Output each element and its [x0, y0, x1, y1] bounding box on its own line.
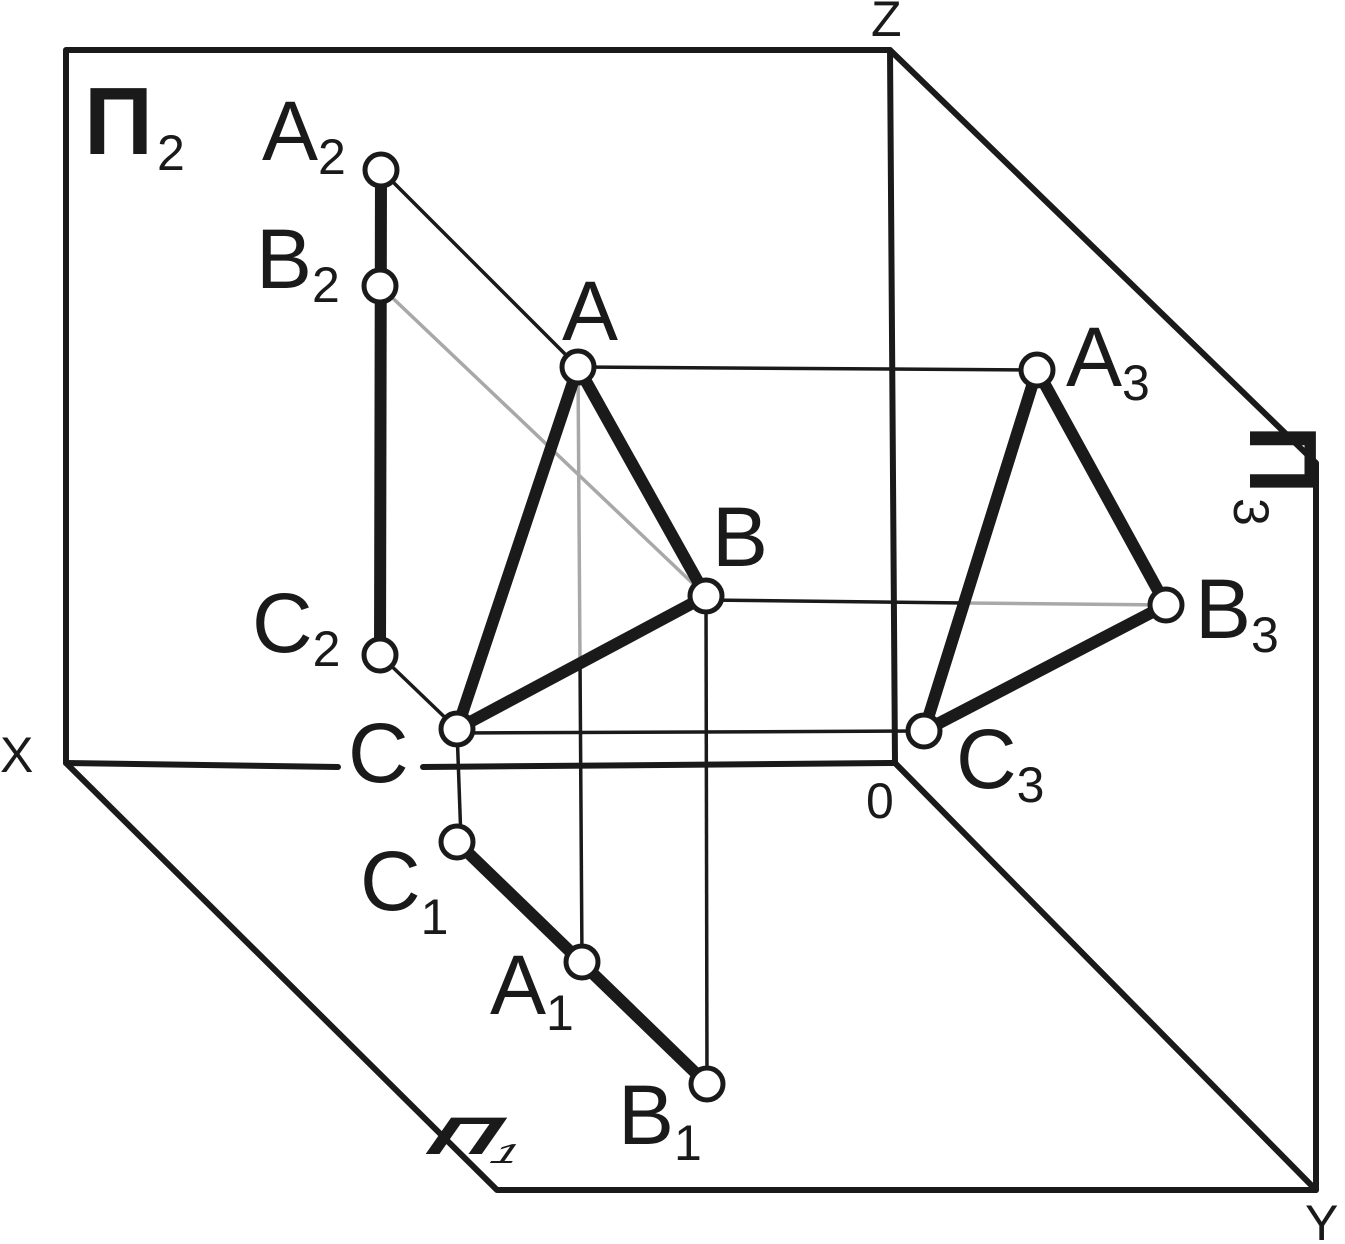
point-a	[559, 348, 597, 386]
label-b1: B1	[618, 1068, 702, 1171]
plane-label-p1: П1	[409, 1107, 554, 1169]
point-a2	[362, 151, 400, 189]
point-b2	[361, 267, 399, 305]
point-labels: A2 B2 C2 A B C A3 B3 C3 C1 A1 B1	[252, 84, 1279, 1171]
line-a-a3	[577, 365, 1038, 372]
point-a3	[1018, 351, 1056, 389]
svg-text:П1: П1	[409, 1107, 554, 1169]
line-a-a1-lower	[578, 659, 584, 963]
frontal-plane-frame	[63, 47, 898, 766]
axis-label-x: X	[0, 727, 33, 783]
x-axis-right	[420, 760, 898, 770]
line-b2-b	[378, 284, 708, 598]
horizontal-plane-frame	[63, 760, 1319, 1193]
edge-c-b	[451, 590, 712, 735]
label-b2: B2	[256, 212, 340, 313]
line-b-b3-front	[705, 598, 966, 605]
object-edges	[374, 164, 1172, 1090]
edge-a-b	[572, 361, 712, 602]
point-c	[438, 710, 476, 748]
origin-label: 0	[866, 773, 894, 829]
axis-label-z: Z	[871, 0, 902, 47]
line-b-b3-hidden	[964, 601, 1167, 607]
projection-connection-lines	[378, 168, 1167, 1085]
svg-text:П3: П3	[1223, 425, 1336, 526]
label-c: C	[348, 706, 409, 800]
line-c-c1	[455, 728, 463, 841]
line-a-a1-upper	[576, 366, 582, 661]
edge-c3-b3	[918, 599, 1172, 737]
point-b	[687, 577, 725, 615]
point-markers	[361, 151, 1185, 1103]
label-a: A	[562, 264, 618, 358]
point-b1	[688, 1065, 726, 1103]
edge-c3-a3	[918, 364, 1043, 737]
label-c1: C1	[360, 834, 448, 945]
axis-label-y: Y	[1305, 1195, 1338, 1244]
point-c3	[905, 712, 943, 750]
point-a1	[563, 943, 601, 981]
plane-frames	[63, 47, 1319, 1193]
label-a1: A1	[490, 938, 574, 1041]
profile-plane-frame	[887, 47, 1319, 1193]
label-c3: C3	[956, 712, 1044, 813]
label-b: B	[712, 490, 768, 584]
point-b3	[1147, 586, 1185, 624]
point-c2	[361, 636, 399, 674]
plane-label-p2: П2	[84, 68, 185, 181]
label-a3: A3	[1066, 310, 1150, 411]
line-a2-a	[379, 168, 580, 369]
x-axis-left	[63, 760, 341, 770]
edge-c-a	[451, 361, 584, 735]
line-b-b1	[704, 595, 709, 1085]
label-b3: B3	[1195, 562, 1279, 663]
line-c-c3	[456, 729, 925, 735]
point-c1	[438, 823, 476, 861]
edge-a2-c2	[374, 164, 387, 661]
label-c2: C2	[252, 576, 340, 677]
edge-a3-b3	[1031, 364, 1172, 611]
plane-label-p3: П3	[1223, 425, 1336, 526]
label-a2: A2	[262, 84, 346, 185]
